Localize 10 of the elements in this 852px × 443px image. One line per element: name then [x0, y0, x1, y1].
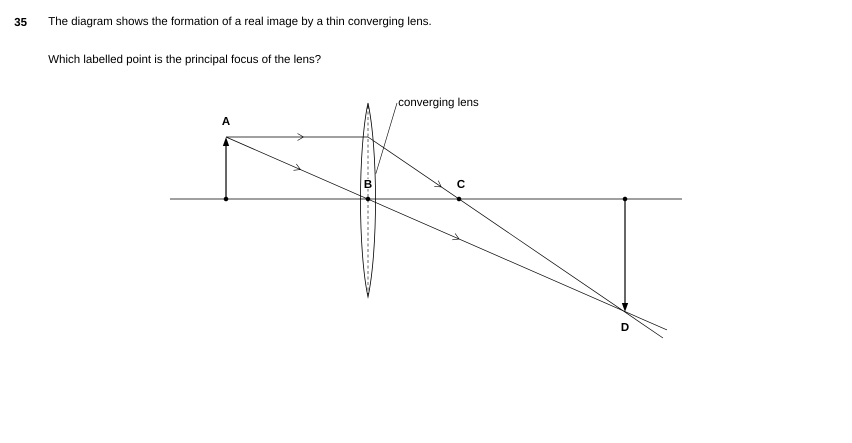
- question-number: 35: [14, 18, 27, 26]
- question-text: Which labelled point is the principal focus of the lens?: [48, 54, 321, 66]
- lens: [360, 102, 376, 298]
- point-label: D: [620, 322, 630, 332]
- point-label: B: [362, 179, 374, 189]
- point-label: C: [456, 178, 466, 190]
- question-text: The diagram shows the formation of a real image by a thin converging lens.: [48, 16, 431, 28]
- point-label: A: [220, 116, 232, 126]
- leader-line: [376, 102, 398, 174]
- lens-label: converging lens: [398, 98, 478, 108]
